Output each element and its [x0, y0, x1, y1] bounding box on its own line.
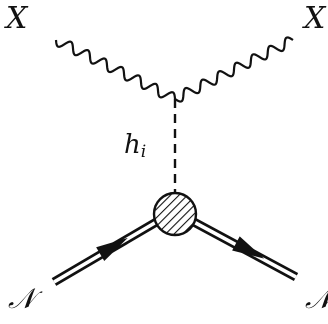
arrow-icon [232, 236, 265, 259]
label-x-left: X [6, 1, 28, 36]
label-n-left: 𝒩 [8, 282, 35, 315]
label-h-subscript: i [140, 142, 147, 162]
wavy-line-right [174, 36, 294, 103]
arrow-icon [96, 237, 128, 261]
label-h: hi [124, 132, 146, 161]
label-x-right: X [304, 1, 326, 36]
wavy-line-left [54, 39, 177, 100]
label-n-right: 𝒩 [305, 285, 328, 313]
label-h-symbol: h [124, 130, 141, 160]
vertex-blob [152, 191, 198, 237]
